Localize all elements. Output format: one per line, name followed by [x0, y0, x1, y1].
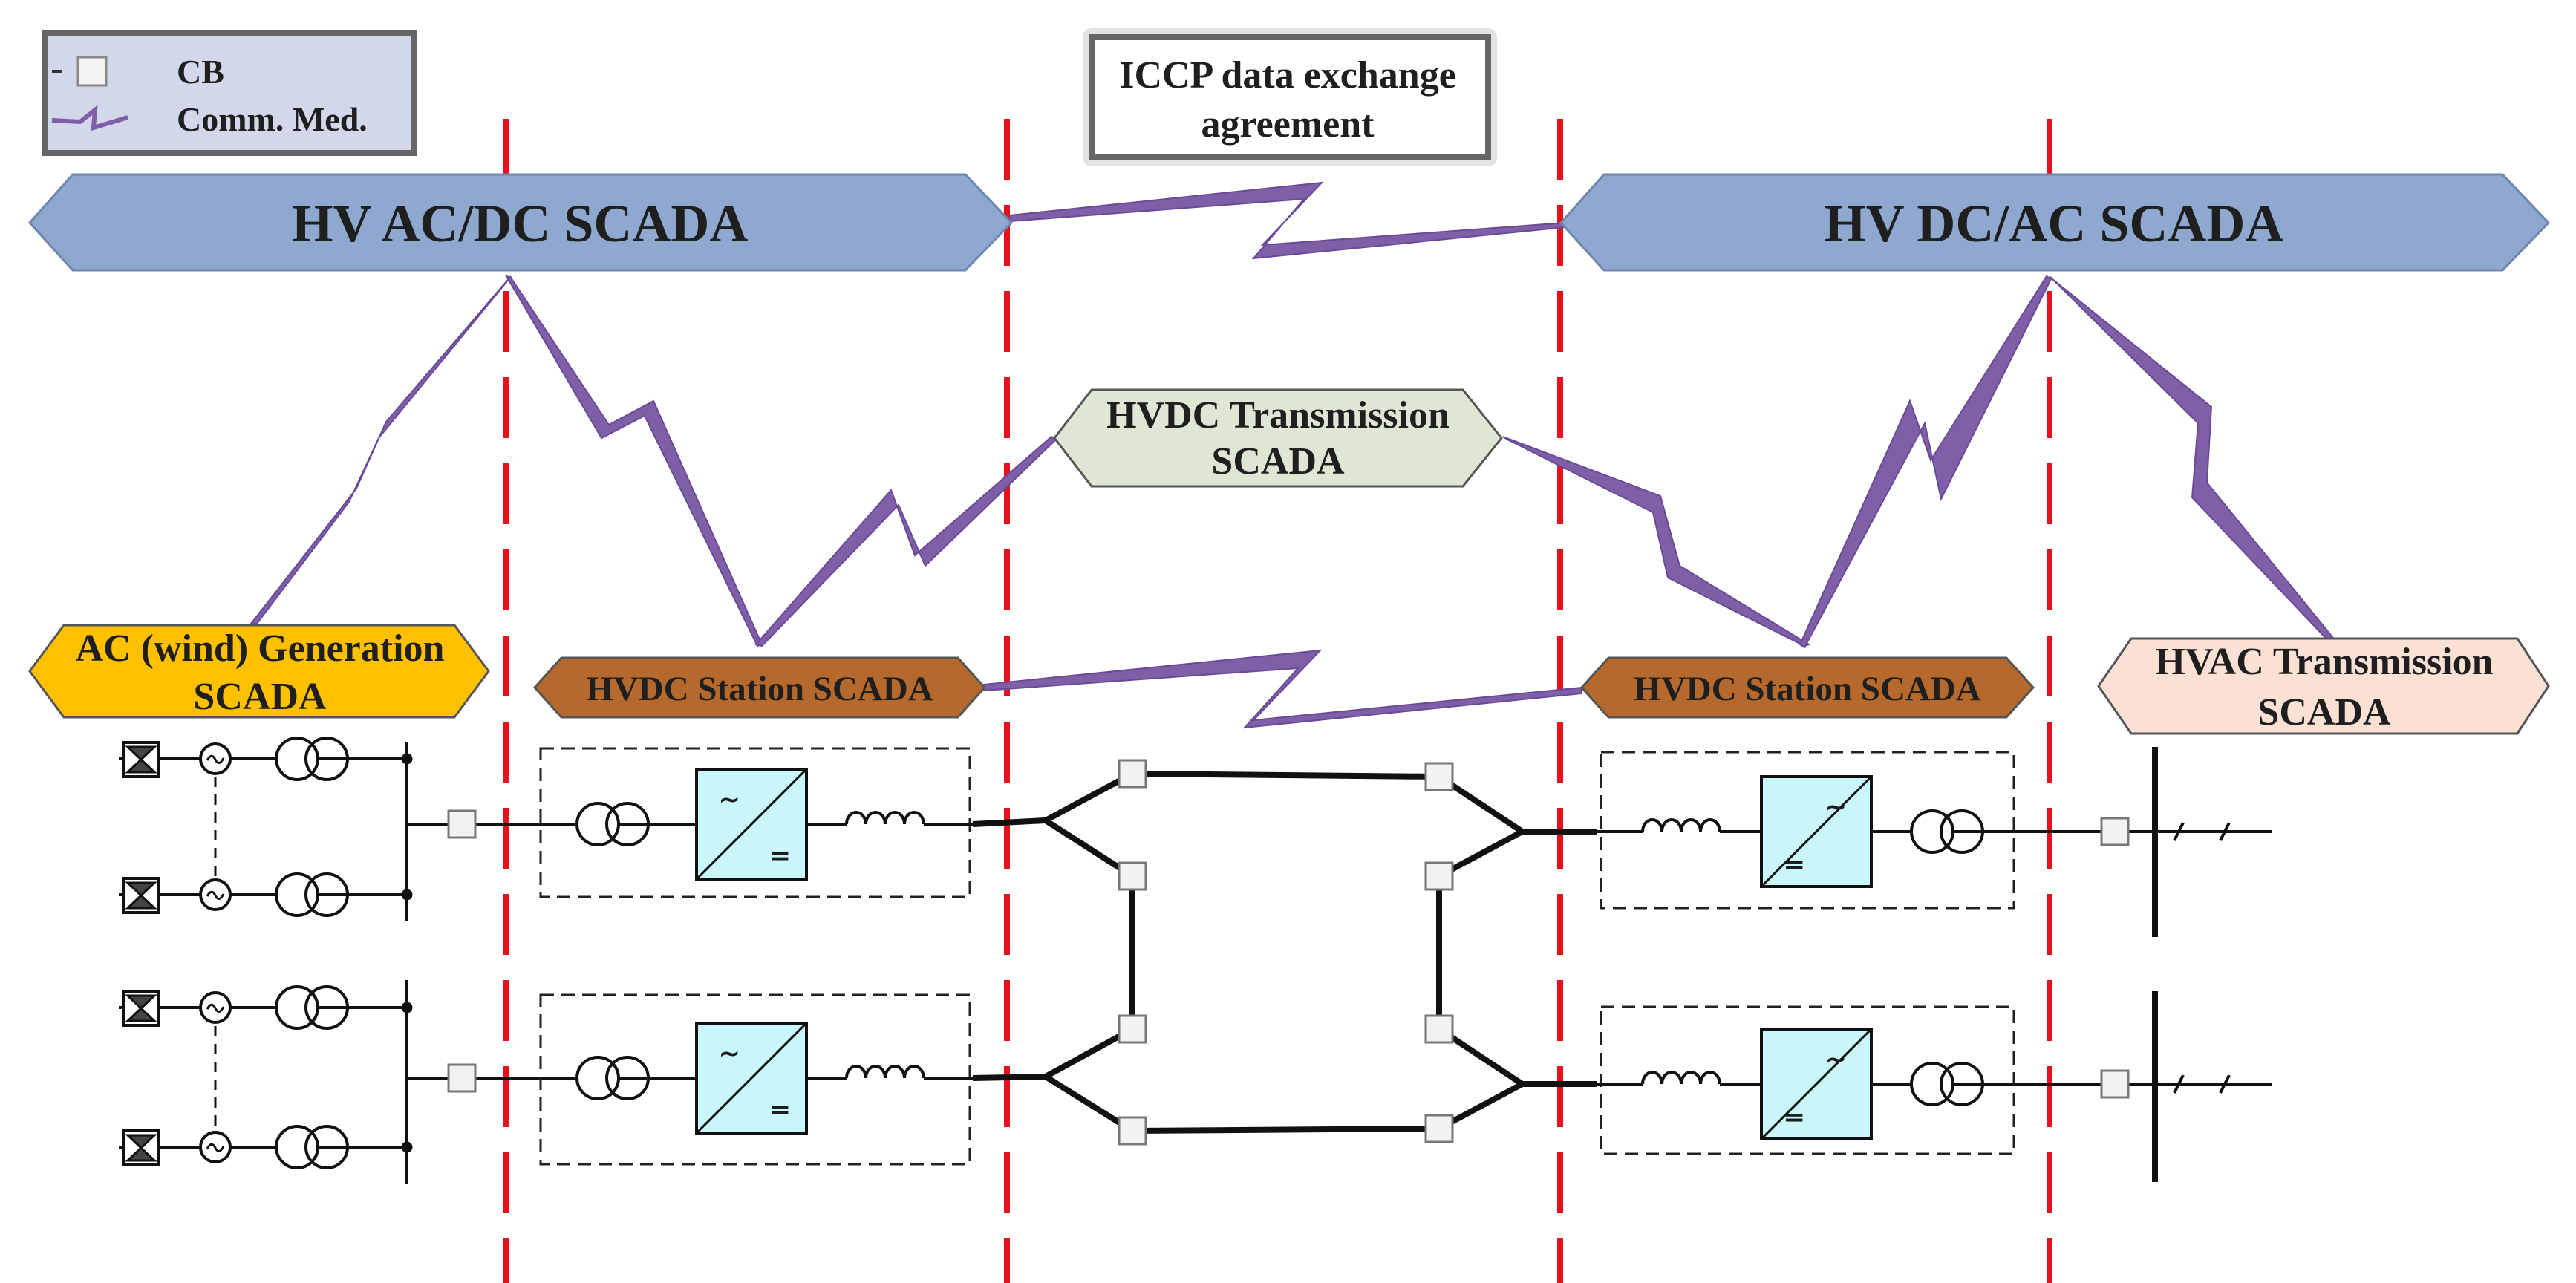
hvac-line1: HVAC Transmission: [2155, 641, 2493, 683]
control-center-right: HV DC/AC SCADA: [1559, 173, 2551, 272]
circuit-breaker-icon: [447, 809, 477, 839]
generation-line2: SCADA: [193, 676, 327, 718]
iccp-line2: agreement: [1201, 103, 1375, 146]
converter-station-right-2: ~ =: [1597, 1005, 2050, 1155]
circuit-breaker-icon: [1118, 759, 1147, 789]
iccp-line1: ICCP data exchange: [1119, 54, 1456, 97]
hvdc-transmission-scada: HVDC Transmission SCADA: [1053, 388, 1503, 488]
legend-cb-label: CB: [177, 53, 224, 91]
wind-generator-icon: [117, 1129, 160, 1166]
svg-text:~: ~: [1825, 792, 1847, 822]
wind-generator-icon: [117, 877, 160, 914]
circuit-breaker-icon: [1118, 1116, 1147, 1146]
circuit-breaker-icon: [1424, 762, 1454, 791]
comm-links: [249, 181, 2338, 729]
generation-line1: AC (wind) Generation: [76, 627, 445, 670]
svg-text:~: ~: [1825, 1045, 1847, 1074]
circuit-breaker-icon: [1424, 861, 1454, 891]
hvdc-station-right-label: HVDC Station SCADA: [1634, 670, 1980, 708]
hvdc-transmission-line1: HVDC Transmission: [1106, 394, 1450, 437]
svg-text:~: ~: [719, 785, 740, 814]
legend: CB Comm. Med.: [42, 30, 417, 156]
hvac-grid-connection: [2050, 747, 2272, 1182]
reactor-icon: [845, 811, 925, 825]
comm-link: [504, 275, 763, 647]
ac-source-icon: [199, 742, 232, 775]
wind-generation-group-2: [117, 980, 553, 1184]
control-center-left: HV AC/DC SCADA: [27, 173, 1014, 272]
comm-link: [1009, 181, 1566, 260]
converter-station-left-2: ~ =: [539, 993, 973, 1166]
wind-generation-group-1: [117, 737, 553, 921]
svg-text:=: =: [769, 841, 791, 871]
control-center-right-label: HV DC/AC SCADA: [1825, 194, 2284, 253]
svg-text:=: =: [769, 1095, 791, 1125]
reactor-icon: [845, 1065, 925, 1079]
control-center-left-label: HV AC/DC SCADA: [292, 194, 749, 253]
circuit-breaker-icon: [447, 1063, 477, 1093]
wind-generator-icon: [117, 990, 160, 1027]
circuit-breaker-icon: [2100, 817, 2130, 846]
converter-station-left-1: ~ =: [539, 747, 973, 898]
hvdc-transmission-line2: SCADA: [1211, 440, 1345, 483]
comm-link: [754, 435, 1057, 647]
circuit-breaker-legend-icon: [76, 56, 108, 87]
iccp-agreement-box: ICCP data exchange agreement: [1083, 28, 1497, 166]
converter-station-right-1: ~ =: [1597, 751, 2050, 910]
svg-text:=: =: [1784, 850, 1805, 880]
comm-link: [249, 275, 512, 624]
hvdc-network: [972, 771, 1597, 1134]
hvdc-station-scada-left: HVDC Station SCADA: [532, 656, 987, 719]
circuit-breaker-icon: [2100, 1069, 2130, 1099]
wind-generator-icon: [117, 741, 160, 778]
ac-source-icon: [199, 991, 232, 1024]
comm-link: [2049, 275, 2338, 646]
zone-boundaries: [503, 119, 2052, 1283]
single-line-diagram: ~ = ~ =: [117, 737, 2272, 1184]
comm-link: [1502, 436, 1811, 647]
circuit-breaker-icon: [1118, 1014, 1147, 1044]
comm-link: [983, 649, 1582, 729]
hvdc-station-scada-right: HVDC Station SCADA: [1579, 656, 2035, 719]
svg-text:~: ~: [719, 1039, 740, 1068]
generation-scada: AC (wind) Generation SCADA: [28, 624, 490, 719]
reactor-icon: [1641, 1071, 1721, 1085]
hvdc-station-left-label: HVDC Station SCADA: [586, 670, 933, 708]
hvac-line2: SCADA: [2257, 691, 2391, 734]
ac-source-icon: [199, 878, 232, 911]
ac-source-icon: [199, 1131, 232, 1163]
legend-comm-label: Comm. Med.: [177, 100, 368, 138]
reactor-icon: [1641, 818, 1721, 832]
comm-link-legend-icon: [51, 105, 128, 131]
circuit-breaker-icon: [1424, 1114, 1454, 1143]
circuit-breaker-icon: [1424, 1014, 1454, 1044]
svg-text:=: =: [1784, 1103, 1805, 1132]
hvac-transmission-scada: HVAC Transmission SCADA: [2097, 637, 2550, 735]
comm-link: [1799, 275, 2052, 649]
circuit-breaker-icon: [1118, 861, 1147, 891]
